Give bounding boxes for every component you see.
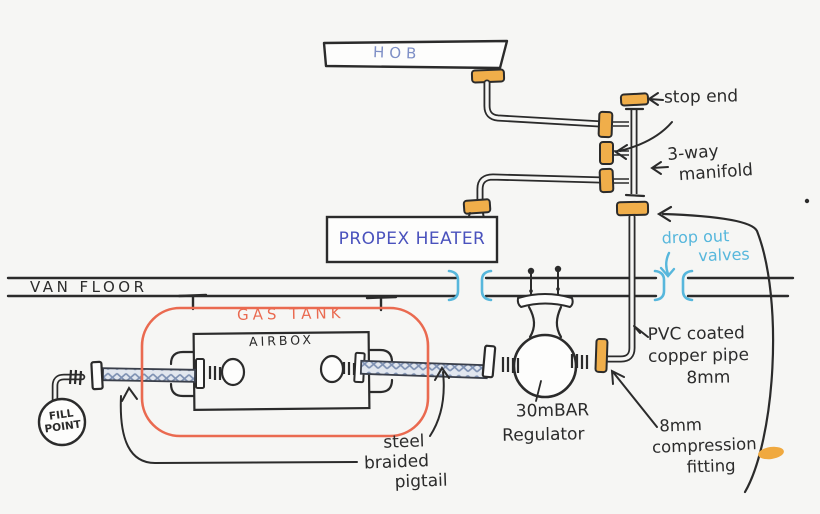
manifold-inlet-fitting (615, 200, 650, 217)
gas-tank-label: GAS TANK (236, 304, 345, 324)
stop-end-arrow (647, 92, 664, 106)
fill-point-thread (68, 369, 83, 386)
hob-label: HOB (372, 43, 422, 63)
stop-end-fitting (619, 92, 650, 107)
tank-valve-left-thread (208, 366, 222, 380)
drop-out-valve-brackets (447, 269, 694, 302)
hob-box (322, 39, 509, 70)
pipe-copper-main (604, 213, 636, 363)
tank-valve-left-knob (220, 357, 246, 387)
pvc-copper-pipe-label: PVC coated copper pipe 8mm (647, 323, 750, 389)
steel-braided-pigtail-label: steel braided pigtail (363, 431, 448, 493)
tank-valve-left-plate (195, 358, 205, 389)
three-way-manifold (597, 107, 646, 198)
regulator-thread-right (570, 354, 589, 369)
pigtail-right-cap (481, 344, 497, 379)
regulator-label-pointer (535, 380, 542, 402)
pigtail-left (90, 360, 197, 391)
regulator-body (512, 333, 578, 399)
annotation-arrows (119, 92, 673, 465)
airbox-label: AIRBOX (248, 331, 315, 350)
regulator-vent-flange (516, 293, 574, 308)
compression-arrow (610, 369, 658, 428)
orange-highlight-blob (758, 446, 784, 460)
manifold-port1-fitting (597, 110, 614, 139)
pvc-pipe-pointer (633, 325, 649, 338)
airbox (169, 330, 394, 412)
regulator-vent-neck (527, 305, 563, 339)
regulator-label: 30mBAR Regulator (502, 400, 590, 446)
pigtail-right-arrow (429, 366, 450, 437)
pipe-manifold-to-heater (476, 173, 605, 206)
compression-fitting-label: 8mm compression fitting (651, 415, 757, 477)
three-way-arrow (650, 161, 669, 175)
heater-fitting (462, 198, 492, 215)
airbox-hooks (169, 348, 394, 398)
manifold-port3-fitting (598, 167, 615, 194)
gas-tank-outline (140, 306, 430, 438)
long-arrow-head (656, 205, 673, 223)
three-way-pointer (614, 121, 673, 160)
drop-out-valves-label: drop out valves (661, 226, 751, 266)
three-way-manifold-label: 3-way manifold (666, 141, 754, 186)
pigtail-left-cap (90, 360, 104, 391)
drop-out-arrow (659, 251, 676, 278)
stop-end-label: stop end (663, 86, 739, 108)
fill-point (37, 369, 87, 447)
compression-fitting (594, 337, 609, 374)
pigtail-left-arrow (119, 386, 358, 465)
propex-heater-label: PROPEX HEATER (338, 228, 486, 249)
regulator-thread-left (501, 357, 520, 373)
van-floor-label: VAN FLOOR (30, 278, 148, 296)
propex-heater-box (325, 215, 499, 264)
pigtail-right (359, 344, 497, 380)
stray-dot (804, 198, 810, 204)
van-floor-lines (6, 276, 795, 298)
tank-valve-right-knob (319, 354, 345, 384)
manifold-port2-fitting (599, 141, 614, 165)
compression-fitting-long-arrow (661, 212, 775, 494)
pipe-hob-to-manifold (483, 79, 605, 128)
regulator (501, 265, 589, 402)
tank-valve-right-thread (342, 362, 356, 375)
fill-point-circle (37, 397, 87, 447)
